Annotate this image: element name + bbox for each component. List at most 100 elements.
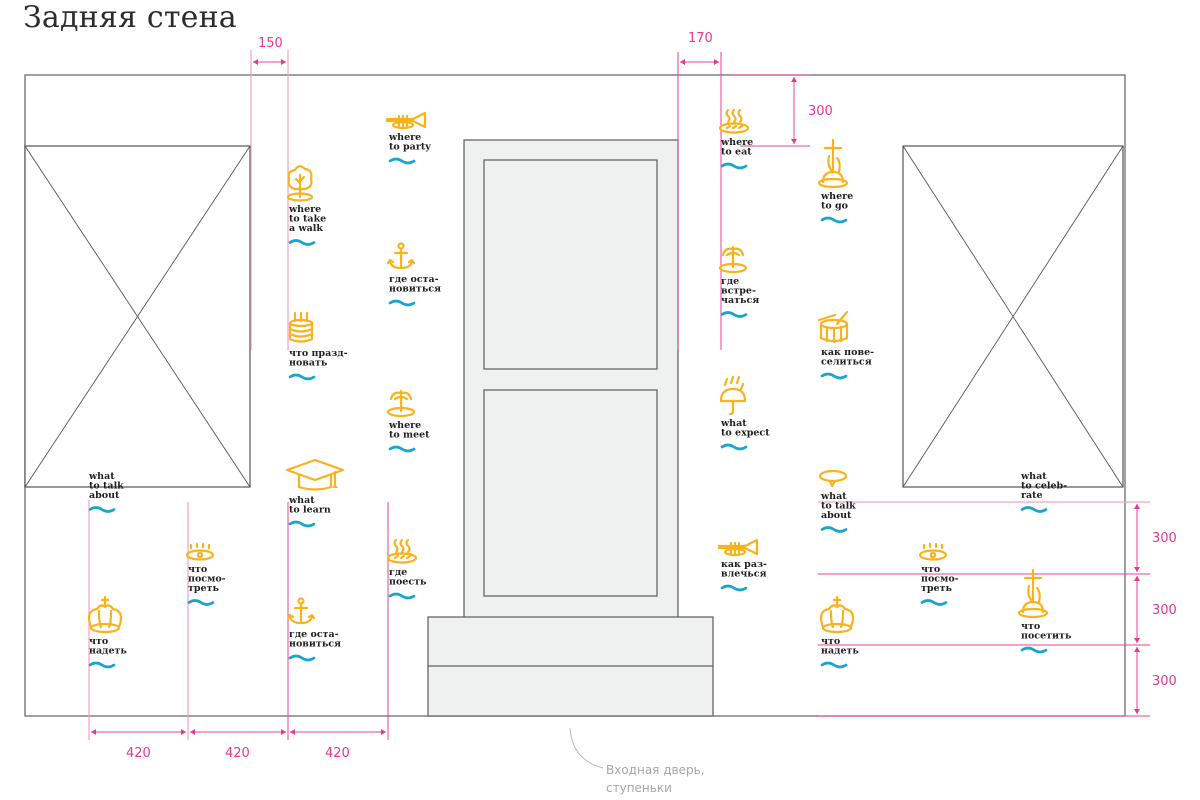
sign-label-line: what <box>720 418 747 429</box>
dimension-label: 300 <box>1152 674 1177 689</box>
sign-label-line: a walk <box>289 223 323 234</box>
wave-icon <box>288 239 316 246</box>
wave-icon <box>288 654 316 662</box>
crown-icon <box>87 595 123 634</box>
sign-label-line: как раз- <box>721 559 767 570</box>
graduation-cap-icon <box>285 458 345 491</box>
entrance-door <box>463 139 679 619</box>
wave-icon <box>187 599 215 606</box>
dimension-label: 420 <box>225 746 250 761</box>
wave-icon <box>388 299 416 307</box>
sign-label-line: to talk <box>821 501 856 512</box>
wave-icon <box>920 599 948 606</box>
sign-label-line: посмо- <box>188 574 226 585</box>
wave-icon <box>388 592 416 600</box>
door-panel-upper <box>483 159 658 370</box>
sign-label-line: посетить <box>1021 631 1072 642</box>
left-window <box>24 145 251 488</box>
sign-label-line: встре- <box>721 286 756 297</box>
wave-icon <box>288 373 316 381</box>
dimension-label: 420 <box>126 746 151 761</box>
sign-label-line: where <box>388 420 421 431</box>
door-panel-lower <box>483 389 658 597</box>
dimension-label: 300 <box>1152 531 1177 546</box>
wave-icon <box>820 372 848 380</box>
sign-label-line: what <box>820 491 847 502</box>
sign-label-line: как пове- <box>821 347 874 358</box>
wave-icon <box>720 311 748 318</box>
angel-column-icon <box>817 138 849 189</box>
wave-icon <box>388 157 416 165</box>
wave-icon <box>88 506 116 513</box>
right-window <box>902 145 1124 488</box>
sign-label-line: что <box>188 564 207 575</box>
sign-label-line: to eat <box>721 147 752 158</box>
sign-label-line: to party <box>389 142 431 153</box>
sign-label-line: треть <box>188 583 219 594</box>
sign-label-line: чаться <box>721 295 759 306</box>
sign-label-line: что <box>89 636 108 647</box>
angel-column-icon <box>1017 568 1049 619</box>
sign-drum: как пове-селиться <box>817 310 874 380</box>
callout-line-2: ступеньки <box>606 781 672 795</box>
sign-cake: что празд-новать <box>288 311 348 381</box>
sign-anchor: где оста-новиться <box>386 242 441 307</box>
sign-label-line: to learn <box>289 505 331 516</box>
sign-label-line: what <box>288 495 315 506</box>
sign-label-line: about <box>89 490 120 501</box>
bread-icon <box>718 108 750 134</box>
sign-label-line: что <box>821 636 840 647</box>
sign-label-line: что <box>1021 621 1040 632</box>
sign-label-line: rate <box>1021 490 1043 501</box>
sign-label-line: посмо- <box>921 574 959 585</box>
sign-label-line: где оста- <box>389 274 439 285</box>
wave-icon <box>1020 506 1048 513</box>
sign-label-line: где <box>721 276 739 287</box>
sign-label-line: where <box>288 204 321 215</box>
drum-icon <box>817 310 849 344</box>
sign-label-line: поесть <box>389 577 427 588</box>
trumpet-icon <box>385 111 427 130</box>
dimension-bottom: 420 420 420 <box>88 500 389 761</box>
wave-icon <box>720 162 748 170</box>
dimension-top-left: 150 <box>250 36 289 350</box>
wave-icon <box>388 445 416 453</box>
dimension-label: 420 <box>325 746 350 761</box>
wave-icon <box>820 526 848 533</box>
sign-label-line: where <box>820 191 853 202</box>
sign-label-line: to take <box>289 214 326 225</box>
anchor-icon <box>386 242 416 270</box>
dimension-label: 170 <box>688 31 713 46</box>
sign-label-line: about <box>821 510 852 521</box>
sign-label-line: что <box>921 564 940 575</box>
cake-icon <box>288 311 314 343</box>
sign-trumpet: как раз-влечься <box>717 538 767 592</box>
dimension-label: 150 <box>258 36 283 51</box>
bread-icon <box>386 538 418 564</box>
dimension-label: 300 <box>808 104 833 119</box>
wave-icon <box>820 216 848 224</box>
sign-label-line: to expect <box>721 428 770 439</box>
wave-icon <box>1020 646 1048 654</box>
sign-label-line: новать <box>289 358 328 369</box>
wave-icon <box>720 584 748 592</box>
sign-label-line: to go <box>821 201 848 212</box>
sign-label-line: новиться <box>289 639 341 650</box>
sign-label-line: to talk <box>89 481 124 492</box>
sign-label-line: to celeb- <box>1021 481 1067 492</box>
sign-label-line: what <box>88 471 115 482</box>
sign-label-line: что празд- <box>289 348 348 359</box>
